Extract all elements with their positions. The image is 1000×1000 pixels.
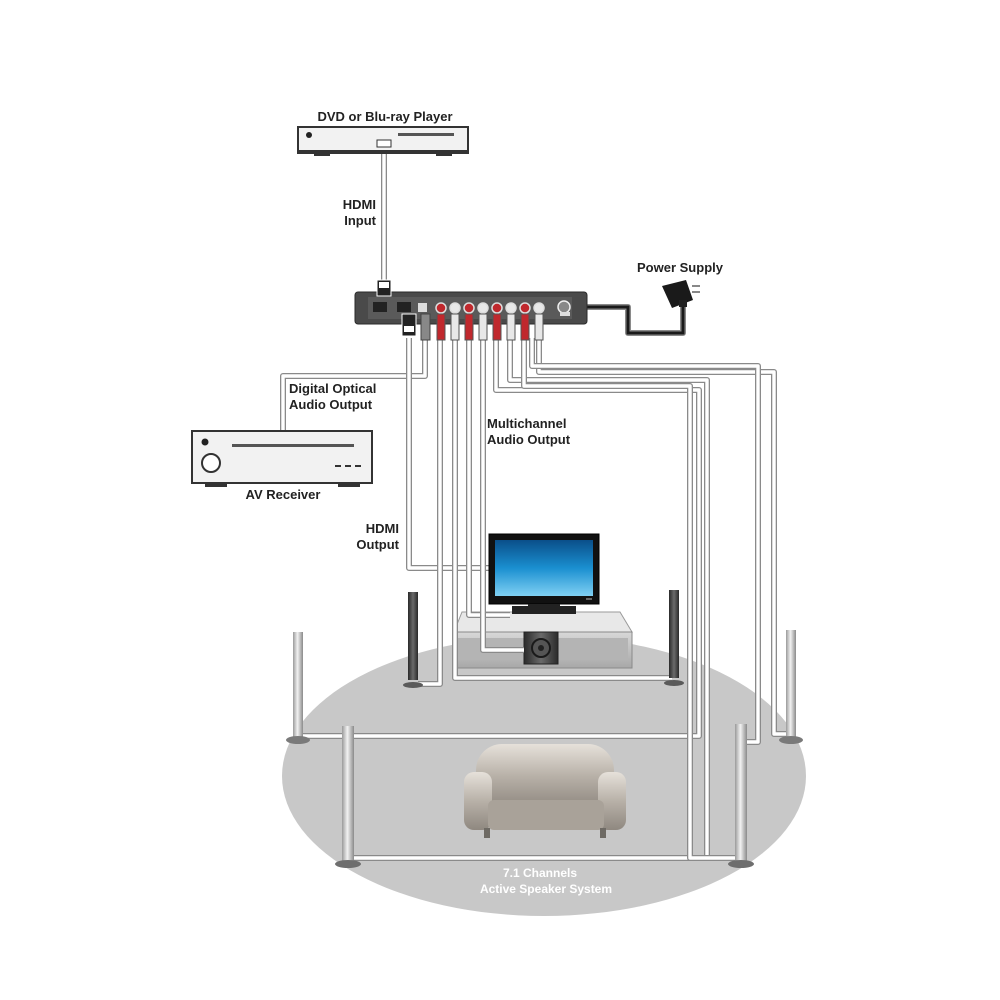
optical-label-line1: Digital Optical [289,381,376,396]
tv-icon [488,533,600,614]
dvd-player-label: DVD or Blu-ray Player [317,109,452,124]
av-receiver-icon [191,430,373,487]
dvd-player-icon [297,126,469,156]
power-supply-label: Power Supply [637,260,724,275]
speaker-system-label-line2: Active Speaker System [480,882,612,896]
speaker-system-label-line1: 7.1 Channels [503,866,577,880]
sofa-icon [464,744,626,838]
hdmi-input-plug [376,279,392,297]
power-adapter-icon [662,280,700,308]
hdmi-output-plug [401,313,417,337]
optical-label-line2: Audio Output [289,397,373,412]
multichannel-label-line1: Multichannel [487,416,566,431]
av-receiver-label: AV Receiver [246,487,321,502]
hdmi-output-label-line1: HDMI [366,521,399,536]
rca-plugs [420,313,544,341]
hdmi-input-label-line1: HDMI [343,197,376,212]
tower-speaker-icon [403,590,684,688]
hdmi-input-label-line2: Input [344,213,376,228]
multichannel-label-line2: Audio Output [487,432,571,447]
cables [280,150,790,861]
tower-speaker-icon [286,630,803,868]
subwoofer-icon [523,631,559,665]
hdmi-output-label-line2: Output [356,537,399,552]
